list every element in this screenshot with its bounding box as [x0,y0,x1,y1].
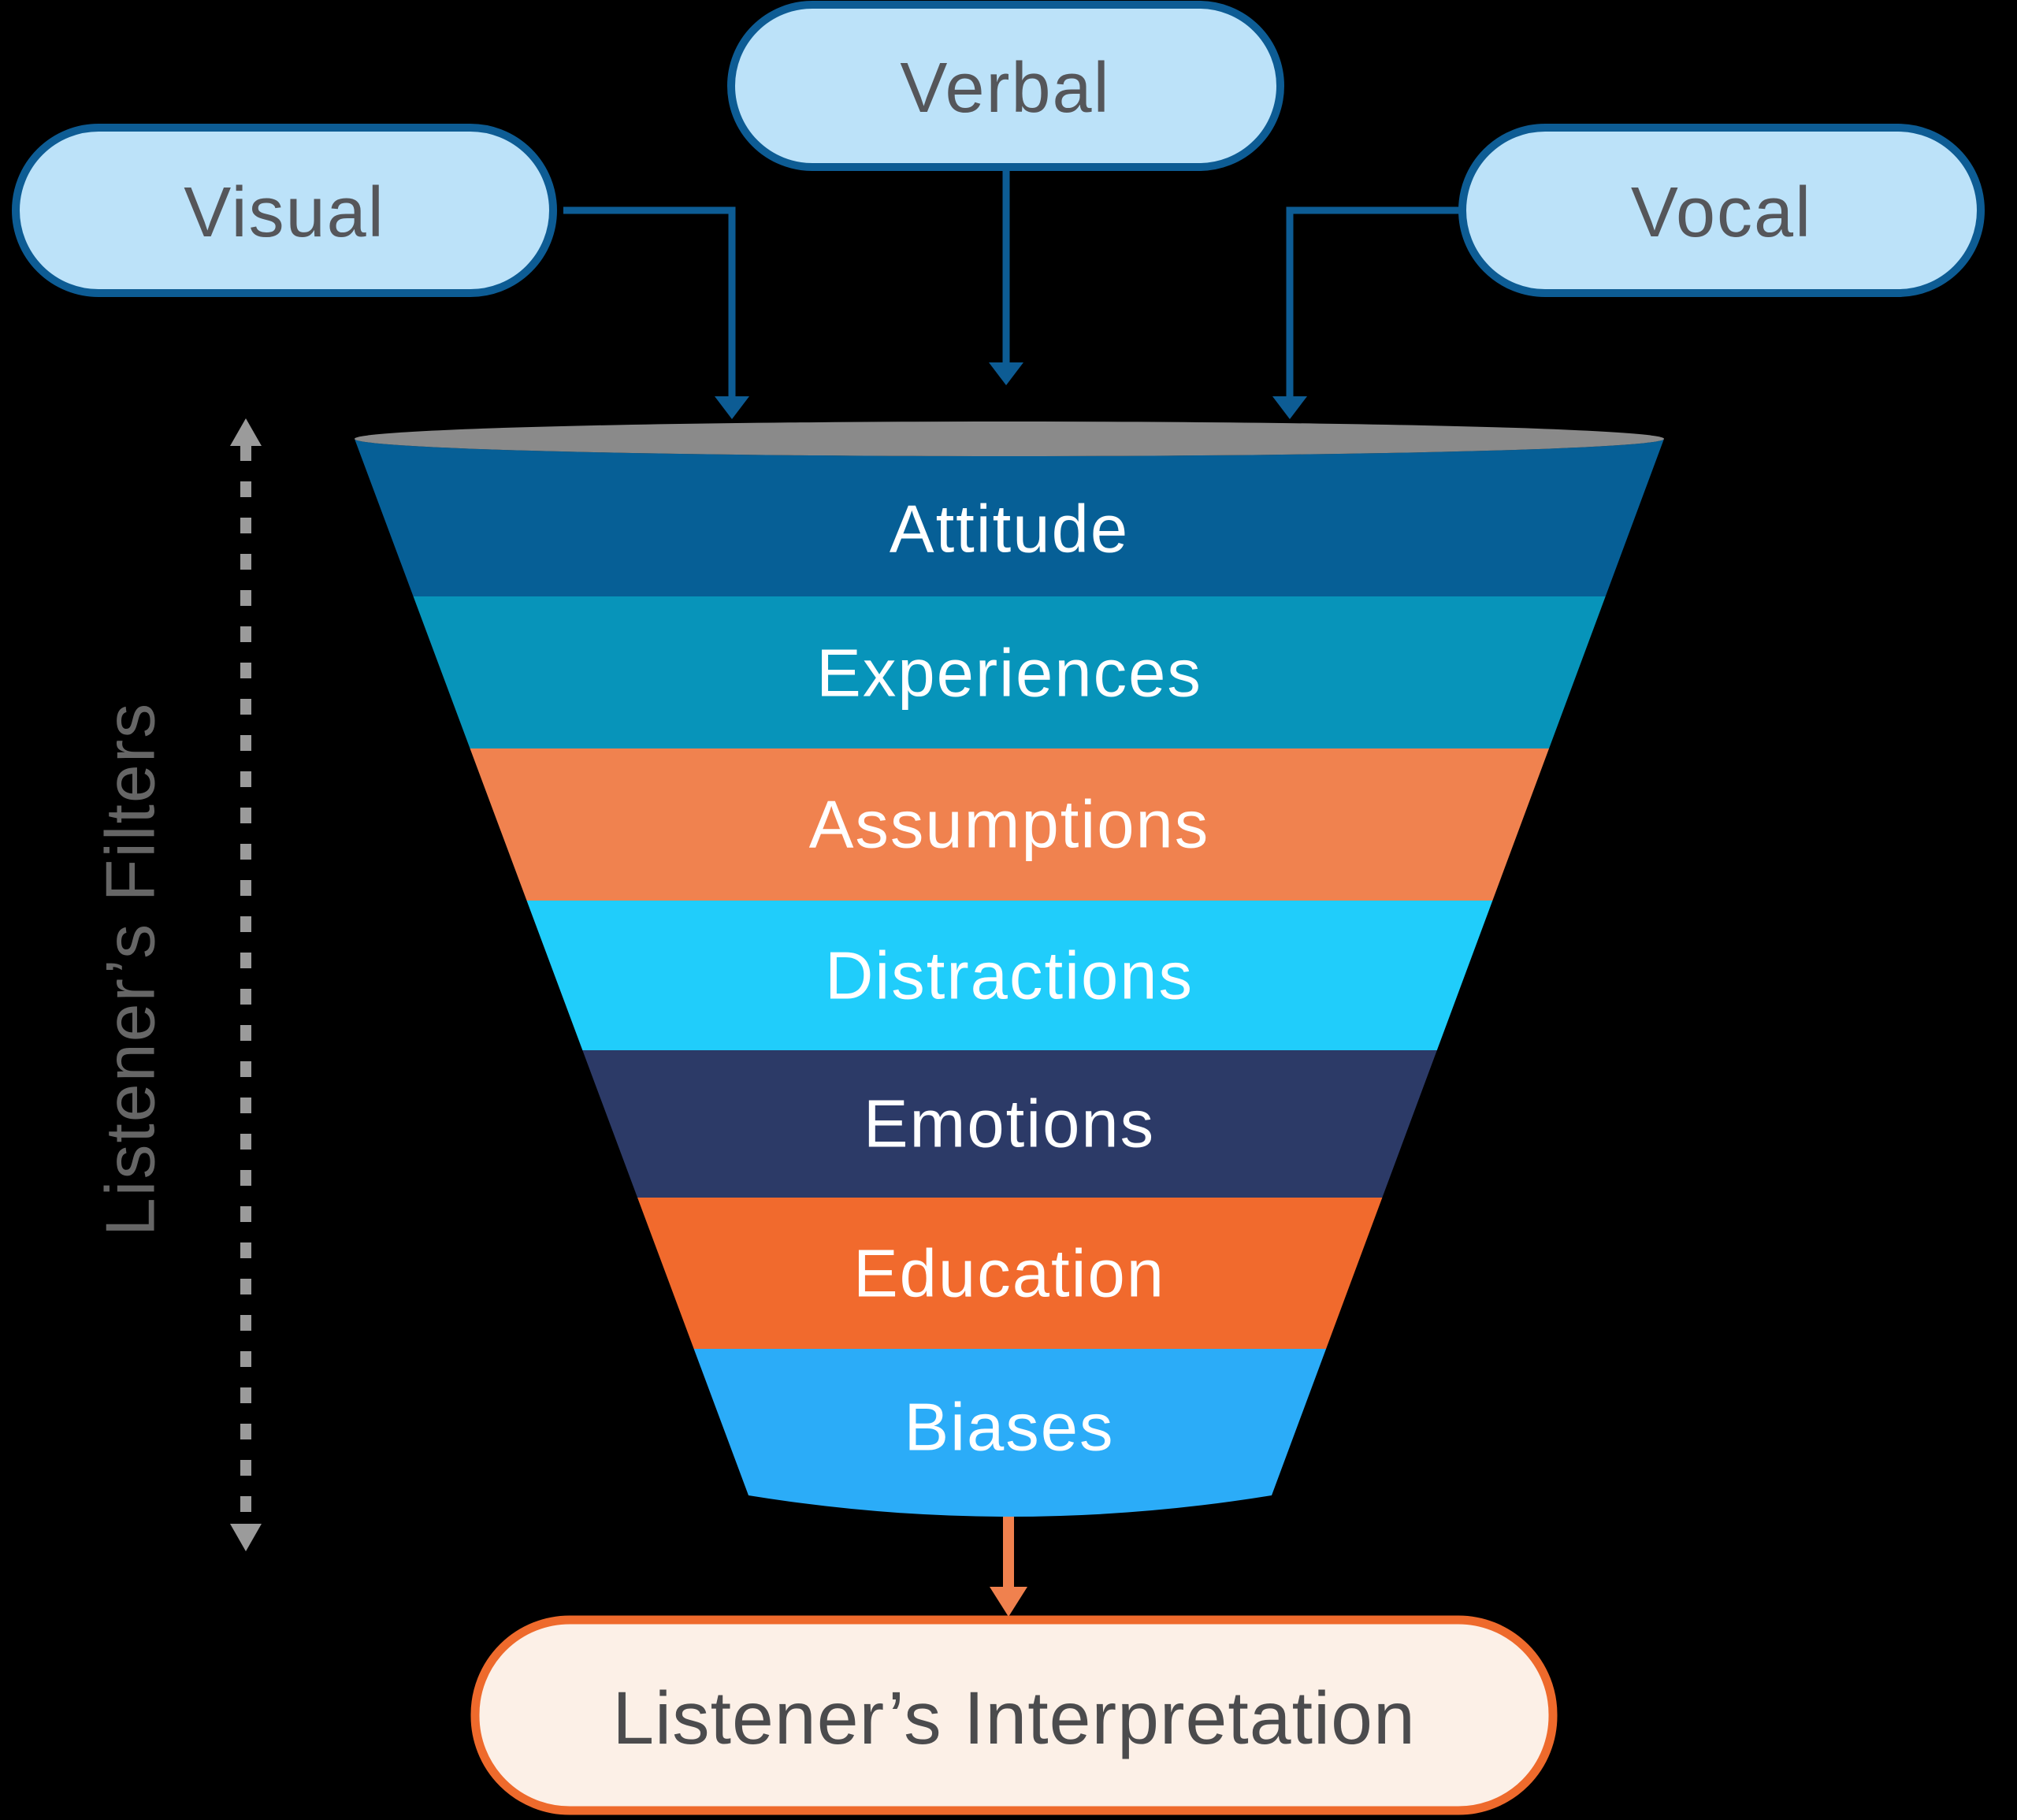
connector-vocal-line [1286,206,1462,396]
funnel-opening-ellipse [355,422,1664,456]
funnel-layer-attitude [355,439,1664,596]
interpretation-pill-label: Listener’s Interpretation [612,1677,1416,1760]
vocal-pill-label: Vocal [1631,173,1812,252]
arrowhead-up-icon [230,418,262,446]
filters-axis-label: Listener’s Filters [91,702,169,1236]
filters-axis: Listener’s Filters [91,418,262,1551]
arrowhead-down-icon [715,396,749,419]
input-node-verbal: Verbal [727,1,1284,171]
output-connector [990,1517,1027,1617]
arrowhead-down-icon [990,1587,1027,1617]
funnel-layer-experiences [355,596,1664,748]
connector-visual [563,206,749,419]
connector-vocal [1272,206,1462,419]
funnel-label-education: Education [853,1237,1165,1312]
funnel-label-biases: Biases [904,1391,1114,1465]
connector-visual-line [563,206,736,396]
arrowhead-down-icon [230,1524,262,1551]
connector-verbal [989,166,1023,385]
input-node-visual: Visual [12,124,557,297]
arrowhead-down-icon [989,362,1023,385]
interpretation-pill [470,1615,1558,1815]
verbal-pill [727,1,1284,171]
visual-pill [12,124,557,297]
input-node-vocal: Vocal [1458,124,1985,297]
arrowhead-down-icon [1272,396,1307,419]
vocal-pill [1458,124,1985,297]
funnel-label-emotions: Emotions [864,1087,1155,1162]
funnel: Attitude Experiences Assumptions Distrac… [355,422,1664,1517]
funnel-label-attitude: Attitude [890,492,1129,567]
output-node: Listener’s Interpretation [470,1615,1558,1815]
funnel-label-assumptions: Assumptions [809,788,1210,863]
funnel-layer-assumptions [355,748,1664,901]
funnel-label-distractions: Distractions [825,939,1194,1014]
verbal-pill-label: Verbal [900,49,1110,128]
funnel-label-experiences: Experiences [816,637,1202,711]
visual-pill-label: Visual [184,173,385,252]
